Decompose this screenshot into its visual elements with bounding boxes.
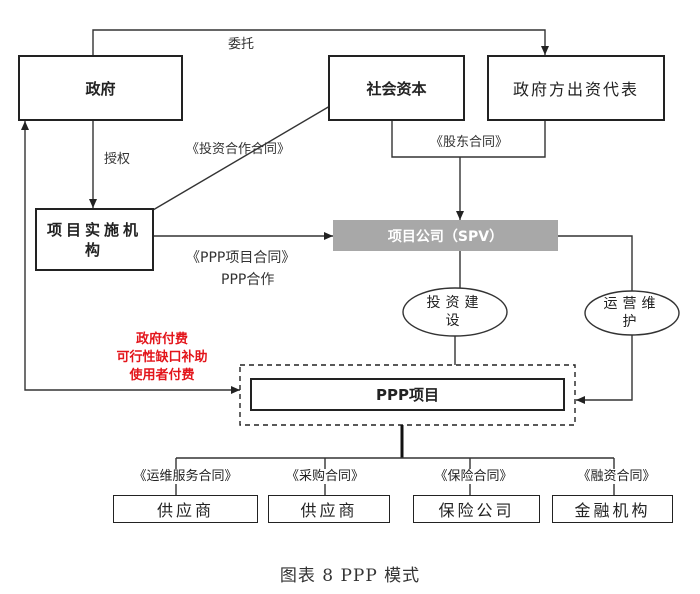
gov-investor-rep-box: 政府方出资代表 xyxy=(487,55,665,121)
shareholder-bracket xyxy=(391,121,546,158)
counterparty-box-2: 供应商 xyxy=(268,495,390,523)
social-capital-box: 社会资本 xyxy=(328,55,465,121)
counterparty-label: 供应商 xyxy=(156,501,214,520)
counterparty-box-1: 供应商 xyxy=(113,495,258,523)
shareholder-contract-label: 《股东合同》 xyxy=(430,135,509,150)
contract-label-text: 《运维服务合同》 xyxy=(131,469,240,484)
payment-mechanisms: 政府付费 可行性缺口补助 使用者付费 xyxy=(92,331,232,385)
invest-coop-line xyxy=(152,105,331,211)
payment-mechanism-item: 政府付费 xyxy=(135,332,188,347)
government-box: 政府 xyxy=(18,55,183,121)
government-label: 政府 xyxy=(85,79,116,98)
ppp-cooperation-label: PPP合作 xyxy=(221,272,275,288)
operation-to-project-arrow xyxy=(576,335,633,404)
counterparty-label: 保险公司 xyxy=(438,501,515,520)
payment-mechanism-item: 使用者付费 xyxy=(129,368,195,383)
investment-construction-label: 投资建设 xyxy=(426,295,484,329)
implementing-agency-box: 项目实施机构 xyxy=(35,208,154,271)
contract-label-1: 《运维服务合同》 xyxy=(113,469,258,485)
ppp-project-label: PPP项目 xyxy=(376,386,439,404)
figure-caption: 图表 8 PPP 模式 xyxy=(279,566,421,586)
payment-mechanism-item: 可行性缺口补助 xyxy=(116,350,208,365)
invest-coop-contract-label: 《投资合作合同》 xyxy=(186,142,291,157)
investment-construction-ellipse xyxy=(402,287,508,337)
spv-box: 项目公司（SPV） xyxy=(333,220,558,251)
authorize-label: 授权 xyxy=(104,152,131,167)
entrust-label: 委托 xyxy=(228,37,255,52)
spv-label: 项目公司（SPV） xyxy=(387,228,504,245)
contract-label-3: 《保险合同》 xyxy=(410,469,537,485)
counterparty-label: 金融机构 xyxy=(574,501,651,520)
gov-investor-rep-label: 政府方出资代表 xyxy=(512,80,639,99)
contract-label-2: 《采购合同》 xyxy=(264,469,386,485)
counterparty-box-4: 金融机构 xyxy=(552,495,673,523)
spv-to-operation-line xyxy=(558,235,633,291)
ppp-contract-label: 《PPP项目合同》 xyxy=(186,250,296,266)
social-capital-label: 社会资本 xyxy=(366,79,427,98)
counterparty-box-3: 保险公司 xyxy=(413,495,540,523)
investment-construction-node: 投资建设 xyxy=(425,292,485,332)
ppp-project-boundary xyxy=(239,364,576,426)
operation-maintenance-node: 运营维护 xyxy=(602,293,662,333)
contract-label-text: 《保险合同》 xyxy=(432,469,515,484)
implementing-agency-label: 项目实施机构 xyxy=(46,220,142,259)
ppp-project-box: PPP项目 xyxy=(250,378,565,411)
payment-loop-arrow xyxy=(21,121,240,394)
operation-maintenance-ellipse xyxy=(584,290,680,336)
counterparty-label: 供应商 xyxy=(300,501,358,520)
contract-label-4: 《融资合同》 xyxy=(556,469,677,485)
contract-label-text: 《采购合同》 xyxy=(283,469,366,484)
operation-maintenance-label: 运营维护 xyxy=(603,296,661,330)
entrust-arrow xyxy=(92,29,549,55)
contract-label-text: 《融资合同》 xyxy=(575,469,658,484)
